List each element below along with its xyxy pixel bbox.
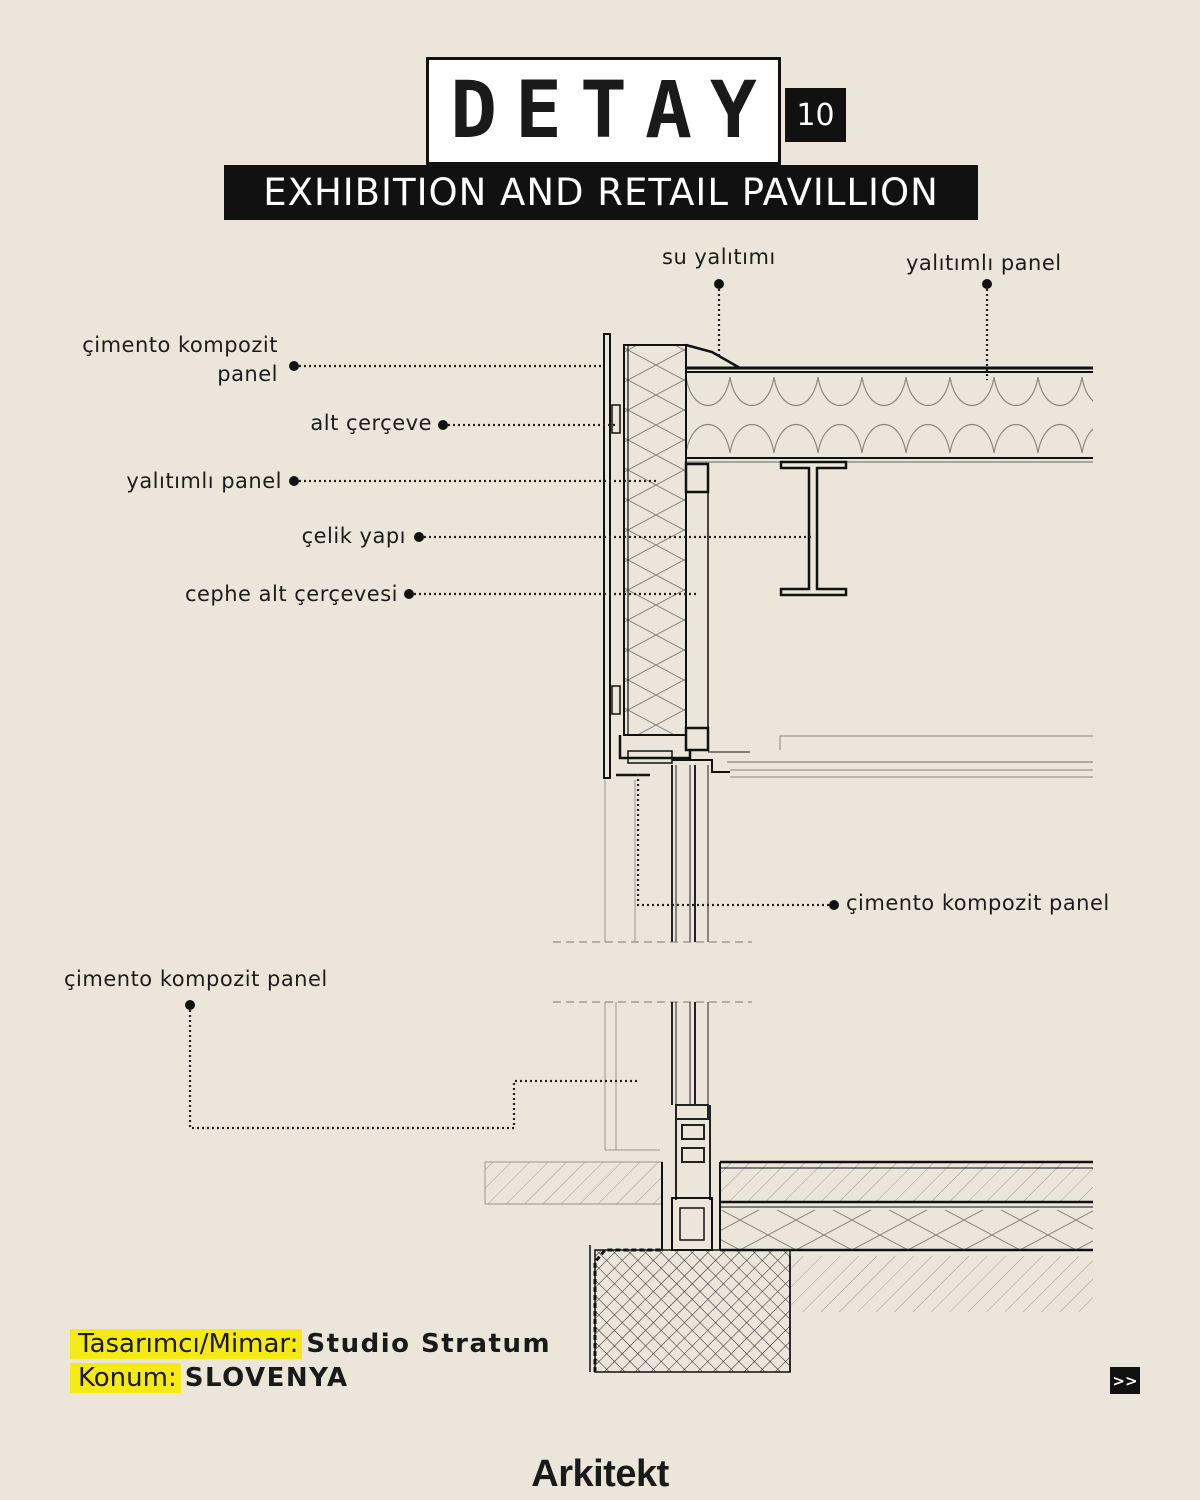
location-credit: Konum:SLOVENYA: [70, 1361, 349, 1395]
facade-wall: [603, 333, 1093, 779]
next-button[interactable]: >>: [1110, 1367, 1140, 1394]
project-subtitle: EXHIBITION AND RETAIL PAVILLION: [224, 165, 978, 220]
designer-credit: Tasarımcı/Mimar:Studio Stratum: [70, 1327, 551, 1361]
location-value: SLOVENYA: [184, 1363, 349, 1393]
label-celik-yapi: çelik yapı: [301, 524, 406, 548]
designer-label: Tasarımcı/Mimar:: [70, 1329, 303, 1359]
label-cimento-kompozit-panel-1b: panel: [217, 362, 278, 386]
label-yalitimli-panel-left: yalıtımlı panel: [126, 469, 282, 493]
floor-foundation: [484, 1160, 1093, 1373]
label-su-yalitimi: su yalıtımı: [662, 245, 776, 269]
brand-logo: Arkitekt: [531, 1453, 669, 1495]
label-yalitimli-panel-top: yalıtımlı panel: [906, 251, 1062, 275]
location-label: Konum:: [70, 1363, 181, 1393]
title-box: DETAY: [426, 57, 781, 165]
page-title: DETAY: [450, 66, 775, 156]
issue-number-badge: 10: [785, 88, 846, 142]
label-cimento-kompozit-panel-3: çimento kompozit panel: [64, 967, 328, 991]
roof-assembly: [685, 343, 1093, 463]
designer-value: Studio Stratum: [306, 1329, 552, 1359]
label-cephe-alt-cercevesi: cephe alt çerçevesi: [184, 582, 398, 606]
steel-i-beam: [779, 460, 848, 597]
label-alt-cerceve: alt çerçeve: [310, 411, 432, 435]
label-cimento-kompozit-panel-2: çimento kompozit panel: [846, 891, 1110, 915]
leader-lines: [188, 284, 989, 1130]
label-cimento-kompozit-panel-1a: çimento kompozit: [82, 333, 278, 357]
leader-dots: [185, 279, 992, 1010]
glazing-column: [553, 765, 752, 1200]
